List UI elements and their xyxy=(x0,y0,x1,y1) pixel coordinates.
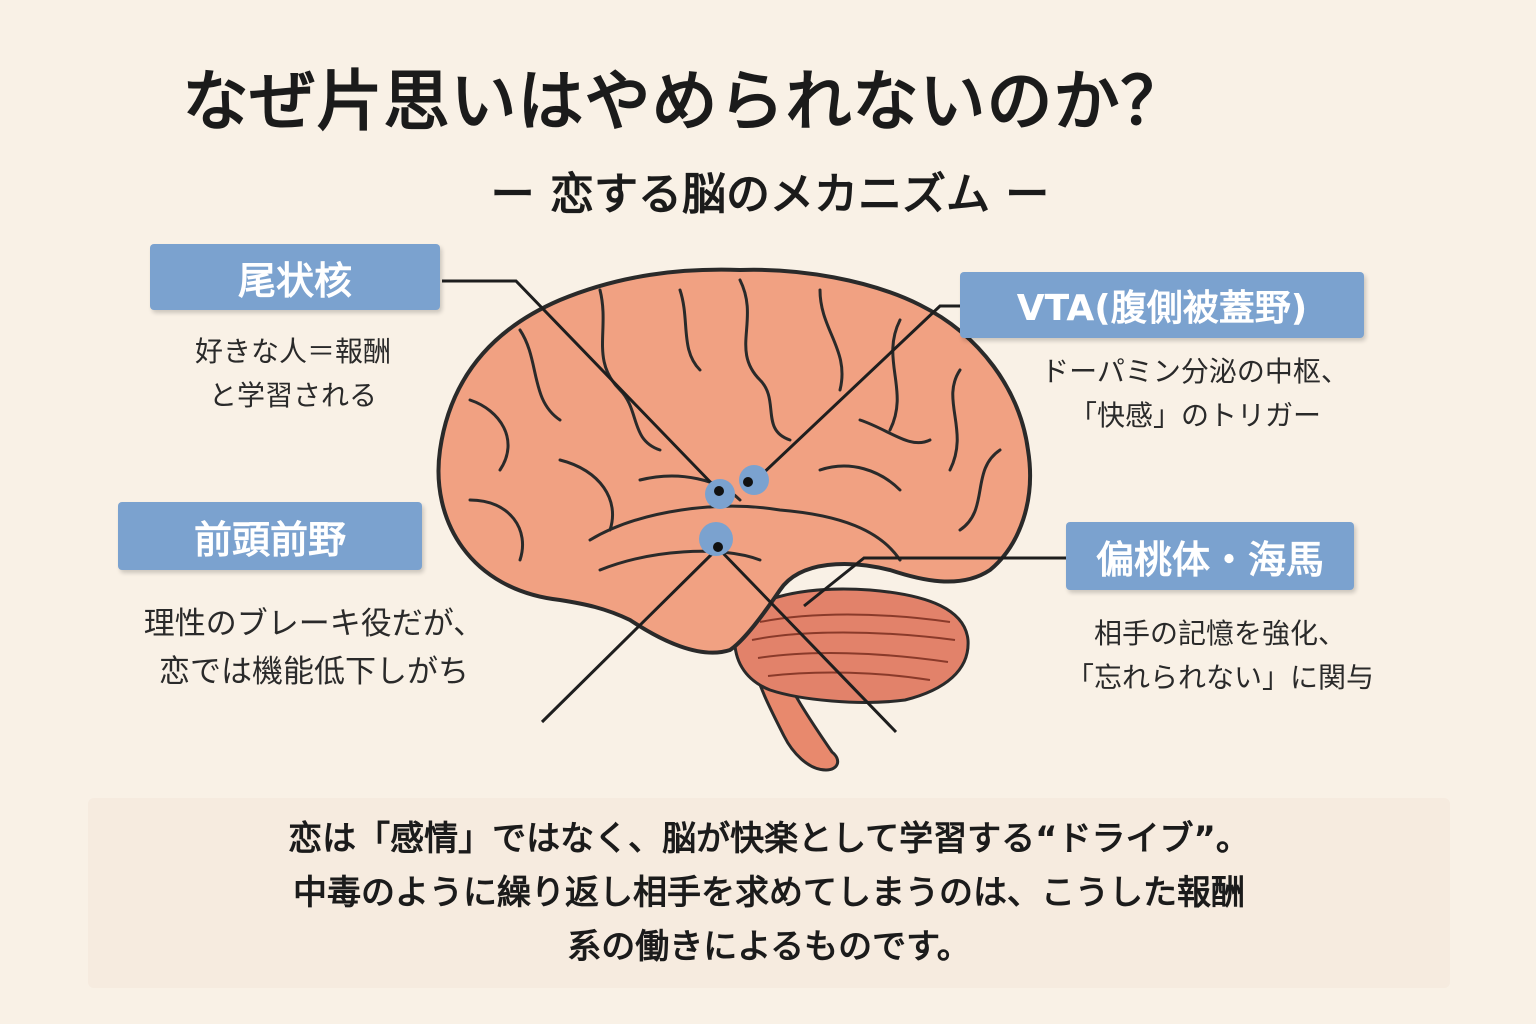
desc-amygdala-line2: 「忘れられない」に関与 xyxy=(1065,661,1374,694)
desc-caudate-line2: と学習される xyxy=(208,379,377,412)
desc-prefrontal-line2: 恋では機能低下しがち xyxy=(159,654,469,690)
desc-amygdala-line1: 相手の記憶を強化、 xyxy=(1093,617,1346,650)
page-title: なぜ片思いはやめられないのか？ xyxy=(182,63,1188,140)
desc-vta-line2: 「快感」のトリガー xyxy=(1068,399,1321,432)
marker-vta xyxy=(739,465,769,495)
leader-vta xyxy=(754,304,962,482)
cerebrum xyxy=(436,267,1033,655)
label-amygdala: 偏桃体・海馬 xyxy=(1066,522,1354,590)
leader-hippocampus xyxy=(716,546,898,734)
desc-prefrontal-line1: 理性のブレーキ役だが、 xyxy=(143,606,485,642)
summary-line1: 恋は「感情」ではなく、脳が快楽として学習する“ドライブ”。 xyxy=(288,819,1250,859)
desc-caudate-line1: 好きな人＝報酬 xyxy=(194,335,391,368)
label-vta: VTA(腹側被蓋野) xyxy=(960,272,1364,338)
desc-prefrontal: 理性のブレーキ役だが、 恋では機能低下しがち xyxy=(104,600,524,696)
summary-text: 恋は「感情」ではなく、脳が快楽として学習する“ドライブ”。 中毒のように繰り返し… xyxy=(88,812,1450,974)
marker-amygdala xyxy=(699,522,733,556)
desc-caudate: 好きな人＝報酬 と学習される xyxy=(148,330,438,418)
label-caudate: 尾状核 xyxy=(150,244,440,310)
desc-vta-line1: ドーパミン分泌の中枢、 xyxy=(1041,355,1349,388)
leader-prefrontal xyxy=(540,546,720,724)
leader-caudate xyxy=(442,279,720,492)
label-prefrontal: 前頭前野 xyxy=(118,502,422,570)
desc-amygdala: 相手の記憶を強化、 「忘れられない」に関与 xyxy=(1030,612,1410,700)
leader-amygdala xyxy=(803,556,1070,608)
desc-vta: ドーパミン分泌の中枢、 「快感」のトリガー xyxy=(980,350,1410,438)
summary-line3: 系の働きによるものです。 xyxy=(567,927,971,967)
summary-box: 恋は「感情」ではなく、脳が快楽として学習する“ドライブ”。 中毒のように繰り返し… xyxy=(88,798,1450,988)
page-subtitle: ー 恋する脳のメカニズム ー xyxy=(490,169,1050,220)
summary-line2: 中毒のように繰り返し相手を求めてしまうのは、こうした報酬 xyxy=(293,873,1245,913)
